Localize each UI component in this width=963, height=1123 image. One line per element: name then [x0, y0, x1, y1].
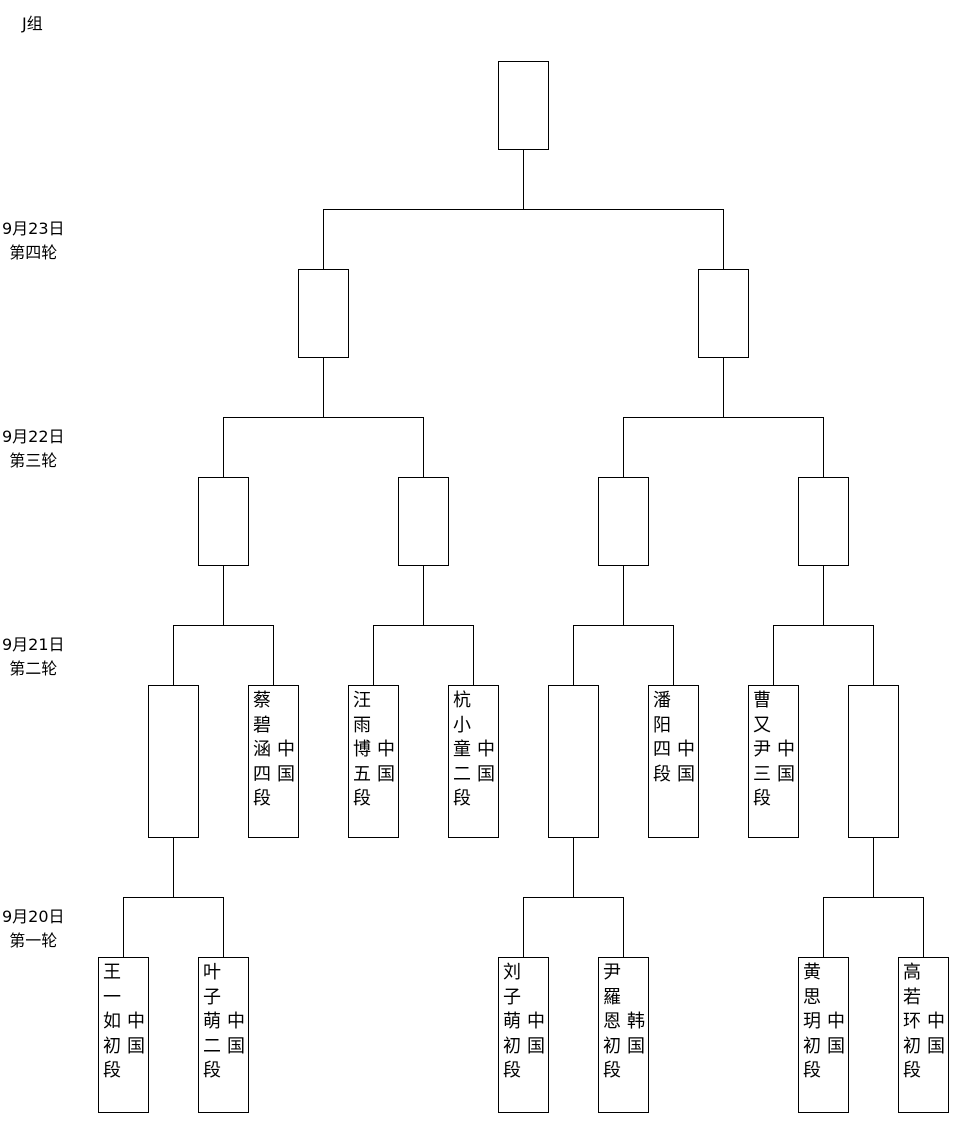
round-4-label: 9月23日第四轮	[2, 217, 65, 265]
player-name: 王一如初段	[103, 962, 121, 1081]
player-name: 潘阳四段	[653, 690, 671, 785]
round-date: 9月22日	[2, 427, 65, 446]
player-name: 刘子萌初段	[503, 962, 521, 1081]
player-country: 韩国	[627, 1011, 645, 1057]
player-box: 尹羅恩初段韩国	[598, 957, 649, 1113]
round3-slot	[198, 477, 249, 566]
player-box: 潘阳四段中国	[648, 685, 699, 838]
round-name: 第一轮	[9, 931, 58, 950]
player-box: 汪雨博五段中国	[348, 685, 399, 838]
round3-slot	[598, 477, 649, 566]
player-name: 黄思玥初段	[803, 962, 821, 1081]
round-date: 9月20日	[2, 907, 65, 926]
player-country: 中国	[677, 739, 695, 785]
player-country: 中国	[477, 739, 495, 785]
round-1-label: 9月20日第一轮	[2, 905, 65, 953]
player-country: 中国	[127, 1011, 145, 1057]
final-slot	[498, 61, 549, 150]
player-name: 曹又尹三段	[753, 690, 771, 809]
player-box: 杭小童二段中国	[448, 685, 499, 838]
player-name: 叶子萌二段	[203, 962, 221, 1081]
round-name: 第二轮	[9, 659, 58, 678]
player-box: 蔡碧涵四段中国	[248, 685, 299, 838]
player-name: 高若环初段	[903, 962, 921, 1081]
player-country: 中国	[227, 1011, 245, 1057]
round-name: 第三轮	[9, 451, 58, 470]
round4-slot	[698, 269, 749, 358]
player-country: 中国	[827, 1011, 845, 1057]
player-country: 中国	[777, 739, 795, 785]
player-name: 蔡碧涵四段	[253, 690, 271, 809]
player-name: 尹羅恩初段	[603, 962, 621, 1081]
player-country: 中国	[277, 739, 295, 785]
round3-slot	[398, 477, 449, 566]
player-name: 汪雨博五段	[353, 690, 371, 809]
round-date: 9月21日	[2, 635, 65, 654]
player-box: 王一如初段中国	[98, 957, 149, 1113]
round2-slot	[548, 685, 599, 838]
round2-slot	[148, 685, 199, 838]
player-name: 杭小童二段	[453, 690, 471, 809]
round3-slot	[798, 477, 849, 566]
player-box: 叶子萌二段中国	[198, 957, 249, 1113]
player-box: 曹又尹三段中国	[748, 685, 799, 838]
round-name: 第四轮	[9, 243, 58, 262]
round4-slot	[298, 269, 349, 358]
player-box: 高若环初段中国	[898, 957, 949, 1113]
group-title: J组	[22, 14, 43, 33]
player-box: 黄思玥初段中国	[798, 957, 849, 1113]
round-2-label: 9月21日第二轮	[2, 633, 65, 681]
player-country: 中国	[377, 739, 395, 785]
round-date: 9月23日	[2, 219, 65, 238]
player-country: 中国	[527, 1011, 545, 1057]
player-box: 刘子萌初段中国	[498, 957, 549, 1113]
round2-slot	[848, 685, 899, 838]
round-3-label: 9月22日第三轮	[2, 425, 65, 473]
player-country: 中国	[927, 1011, 945, 1057]
